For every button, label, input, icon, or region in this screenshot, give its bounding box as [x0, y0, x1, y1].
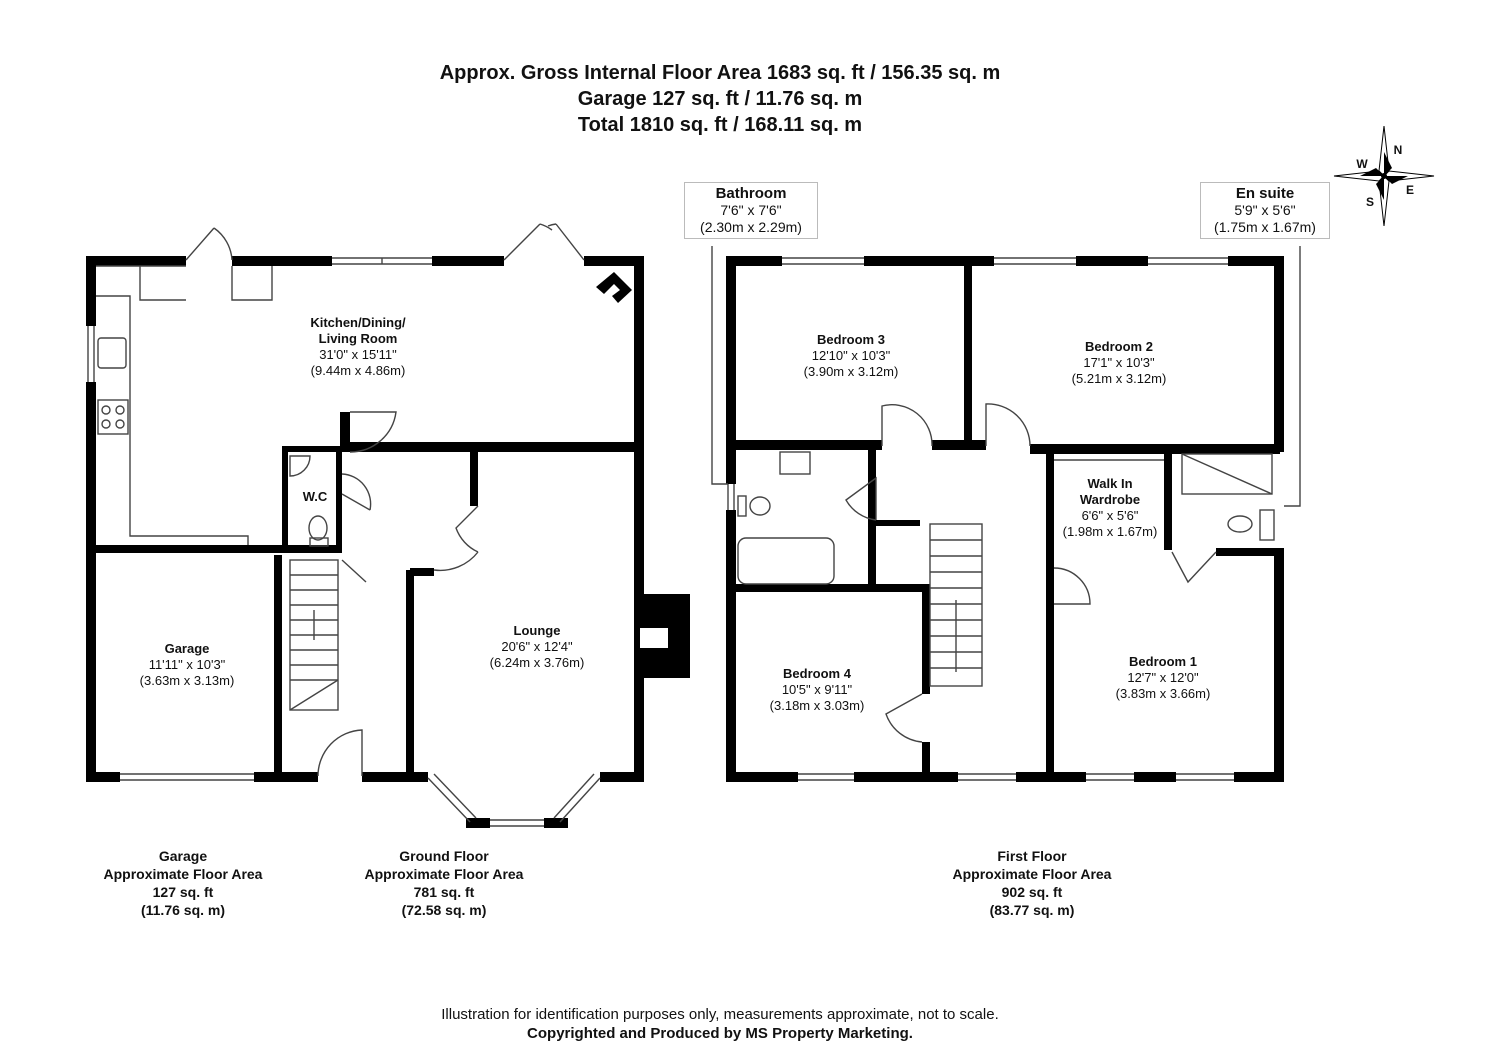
room-label-bedroom-1: Bedroom 1 12'7" x 12'0" (3.83m x 3.66m) [1116, 654, 1211, 702]
floor-area-name: Ground Floor [399, 848, 489, 864]
floor-area-metric: (72.58 sq. m) [401, 902, 487, 918]
room-name: Garage [164, 641, 210, 656]
floor-area-caption: Approximate Floor Area [952, 866, 1112, 882]
compass-north-label: N [1393, 143, 1403, 157]
room-size-metric: (6.24m x 3.76m) [489, 655, 585, 670]
room-name: Bedroom 1 [1129, 654, 1197, 669]
room-size-metric: (1.98m x 1.67m) [1062, 524, 1158, 539]
room-name: Bedroom 3 [817, 332, 885, 347]
ground-floor-thin-lines [87, 223, 601, 827]
room-label-garage: Garage 11'11" x 10'3" (3.63m x 3.13m) [140, 641, 235, 689]
floor-area-garage: Garage Approximate Floor Area 127 sq. ft… [104, 847, 263, 919]
callout-ensuite: En suite 5'9" x 5'6" (1.75m x 1.67m) [1200, 182, 1330, 239]
compass-east-label: E [1405, 183, 1415, 197]
floor-area-metric: (11.76 sq. m) [140, 902, 226, 918]
room-label-bedroom-4: Bedroom 4 10'5" x 9'11" (3.18m x 3.03m) [770, 666, 865, 714]
first-floor-thin-lines [711, 246, 1301, 781]
room-label-kitchen: Kitchen/Dining/ Living Room 31'0" x 15'1… [310, 315, 405, 379]
room-name: Living Room [318, 331, 398, 346]
floor-area-name: Garage [158, 848, 208, 864]
floor-area-ground: Ground Floor Approximate Floor Area 781 … [365, 847, 524, 919]
floor-area-metric: (83.77 sq. m) [989, 902, 1075, 918]
room-size-metric: (3.83m x 3.66m) [1115, 686, 1211, 701]
room-size-metric: (9.44m x 4.86m) [310, 363, 406, 378]
compass-rose [1333, 125, 1435, 227]
room-size-imperial: 17'1" x 10'3" [1083, 355, 1155, 370]
room-name: Wardrobe [1079, 492, 1141, 507]
first-floor-walls [726, 256, 1284, 782]
disclaimer-text: Illustration for identification purposes… [441, 1006, 999, 1023]
room-name: En suite [1235, 185, 1295, 202]
room-size-metric: (2.30m x 2.29m) [700, 219, 802, 235]
total-area-title: Total 1810 sq. ft / 168.11 sq. m [577, 114, 863, 136]
room-size-metric: (3.18m x 3.03m) [769, 698, 865, 713]
garage-area-title: Garage 127 sq. ft / 11.76 sq. m [577, 88, 863, 110]
ground-floor-walls [86, 256, 690, 828]
room-size-imperial: 11'11" x 10'3" [148, 657, 226, 672]
room-size-imperial: 31'0" x 15'11" [319, 347, 397, 362]
floor-area-first: First Floor Approximate Floor Area 902 s… [953, 847, 1112, 919]
room-name: Kitchen/Dining/ [310, 315, 406, 330]
room-name: Bathroom [715, 185, 787, 202]
room-label-lounge: Lounge 20'6" x 12'4" (6.24m x 3.76m) [490, 623, 585, 671]
room-label-bedroom-3: Bedroom 3 12'10" x 10'3" (3.90m x 3.12m) [804, 332, 899, 380]
gross-area-title: Approx. Gross Internal Floor Area 1683 s… [439, 62, 1001, 84]
room-size-metric: (3.90m x 3.12m) [803, 364, 899, 379]
floor-area-imperial: 127 sq. ft [152, 884, 214, 900]
copyright-text: Copyrighted and Produced by MS Property … [527, 1025, 913, 1042]
room-name: Walk In [1087, 476, 1133, 491]
room-size-metric: (1.75m x 1.67m) [1214, 219, 1316, 235]
room-size-metric: (3.63m x 3.13m) [139, 673, 235, 688]
room-name: Bedroom 4 [783, 666, 851, 681]
floor-area-caption: Approximate Floor Area [103, 866, 263, 882]
room-label-bedroom-2: Bedroom 2 17'1" x 10'3" (5.21m x 3.12m) [1072, 339, 1167, 387]
floor-area-imperial: 781 sq. ft [413, 884, 475, 900]
room-size-imperial: 20'6" x 12'4" [501, 639, 573, 654]
room-size-imperial: 10'5" x 9'11" [781, 682, 853, 697]
room-size-imperial: 12'10" x 10'3" [811, 348, 891, 363]
compass-west-label: W [1356, 157, 1368, 171]
room-name: W.C [302, 489, 328, 504]
floor-area-name: First Floor [997, 848, 1067, 864]
compass-south-label: S [1365, 195, 1375, 209]
room-size-metric: (5.21m x 3.12m) [1071, 371, 1167, 386]
room-size-imperial: 5'9" x 5'6" [1234, 202, 1296, 218]
floor-area-caption: Approximate Floor Area [364, 866, 524, 882]
room-label-wc: W.C [303, 489, 328, 505]
room-size-imperial: 6'6" x 5'6" [1081, 508, 1139, 523]
room-size-imperial: 12'7" x 12'0" [1127, 670, 1199, 685]
room-label-walk-in-wardrobe: Walk In Wardrobe 6'6" x 5'6" (1.98m x 1.… [1063, 476, 1158, 540]
floor-area-imperial: 902 sq. ft [1001, 884, 1063, 900]
room-name: Lounge [513, 623, 561, 638]
room-size-imperial: 7'6" x 7'6" [720, 202, 782, 218]
room-name: Bedroom 2 [1085, 339, 1153, 354]
callout-bathroom: Bathroom 7'6" x 7'6" (2.30m x 2.29m) [684, 182, 818, 239]
